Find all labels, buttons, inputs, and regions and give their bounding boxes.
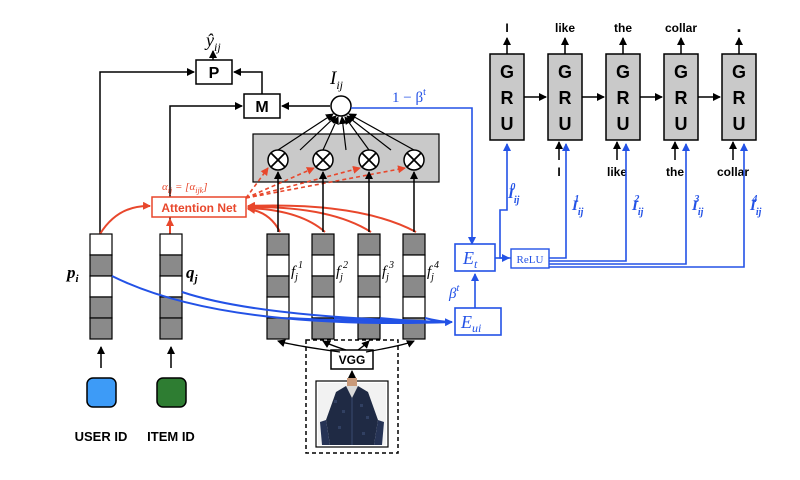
p-box-label: P bbox=[209, 65, 220, 82]
item-id-icon bbox=[156, 377, 187, 408]
user-id-label: USER ID bbox=[75, 429, 128, 444]
i-ij-node bbox=[330, 95, 352, 117]
input-word-3: like bbox=[607, 165, 627, 179]
i-ij-0-label: Iij0 bbox=[507, 182, 520, 206]
gru-4-u: U bbox=[675, 114, 688, 134]
output-word-2: like bbox=[555, 21, 575, 35]
gru-1-g: G bbox=[500, 62, 514, 82]
f-j-1-label: fj1 bbox=[291, 260, 303, 283]
gru-3-g: G bbox=[616, 62, 630, 82]
image-input-frame bbox=[305, 339, 399, 454]
gru-2-u: U bbox=[559, 114, 572, 134]
item-embedding-column bbox=[159, 233, 183, 340]
item-id-label: ITEM ID bbox=[147, 429, 195, 444]
i-ij-3-label: Iij3 bbox=[691, 194, 704, 218]
i-ij-1-label: Iij1 bbox=[571, 194, 584, 218]
input-word-5: collar bbox=[717, 165, 749, 179]
relu-label: ReLU bbox=[517, 254, 544, 266]
gru-3-r: R bbox=[617, 88, 630, 108]
input-word-4: the bbox=[666, 165, 684, 179]
p-box bbox=[195, 59, 233, 85]
product-image bbox=[315, 378, 389, 448]
attention-net-box bbox=[151, 196, 247, 218]
y-hat-label: ŷij bbox=[204, 30, 221, 54]
i-ij-label: Iij bbox=[329, 68, 344, 92]
m-box bbox=[243, 93, 281, 119]
beta-t-label: βt bbox=[448, 283, 459, 302]
q-j-label: qj bbox=[186, 263, 199, 285]
e-t-box bbox=[454, 243, 496, 272]
output-word-3: the bbox=[614, 21, 632, 35]
p-i-label: pi bbox=[65, 263, 80, 285]
e-ui-box bbox=[454, 307, 502, 336]
alpha-label: αij = [αijk] bbox=[162, 181, 208, 195]
gru-cells bbox=[489, 53, 757, 141]
f-j-2-label: fj2 bbox=[336, 260, 348, 283]
gru-1-r: R bbox=[501, 88, 514, 108]
gru-4-g: G bbox=[674, 62, 688, 82]
image-feature-columns bbox=[266, 233, 426, 340]
gru-1-u: U bbox=[501, 114, 514, 134]
m-box-label: M bbox=[255, 99, 268, 116]
f-j-4-label: fj4 bbox=[427, 260, 439, 283]
output-word-4: collar bbox=[665, 21, 697, 35]
f-j-3-label: fj3 bbox=[382, 260, 394, 283]
output-word-1: I bbox=[505, 21, 508, 35]
gru-5-r: R bbox=[733, 88, 746, 108]
gru-2-g: G bbox=[558, 62, 572, 82]
gru-4-r: R bbox=[675, 88, 688, 108]
vgg-label: VGG bbox=[339, 353, 366, 367]
user-id-icon bbox=[86, 377, 117, 408]
one-minus-beta-label: 1 − βt bbox=[392, 87, 426, 106]
input-word-2: I bbox=[557, 165, 560, 179]
gru-5-g: G bbox=[732, 62, 746, 82]
i-ij-4-label: Iij4 bbox=[749, 194, 762, 218]
gru-3-u: U bbox=[617, 114, 630, 134]
i-ij-2-label: Iij2 bbox=[631, 194, 644, 218]
output-word-5: . bbox=[736, 16, 741, 36]
gru-5-u: U bbox=[733, 114, 746, 134]
e-t-label: Et bbox=[462, 248, 478, 271]
e-ui-label: Eui bbox=[460, 312, 481, 335]
user-embedding-column bbox=[89, 233, 113, 340]
gru-2-r: R bbox=[559, 88, 572, 108]
attention-net-label: Attention Net bbox=[161, 201, 236, 215]
vgg-box bbox=[330, 349, 374, 370]
